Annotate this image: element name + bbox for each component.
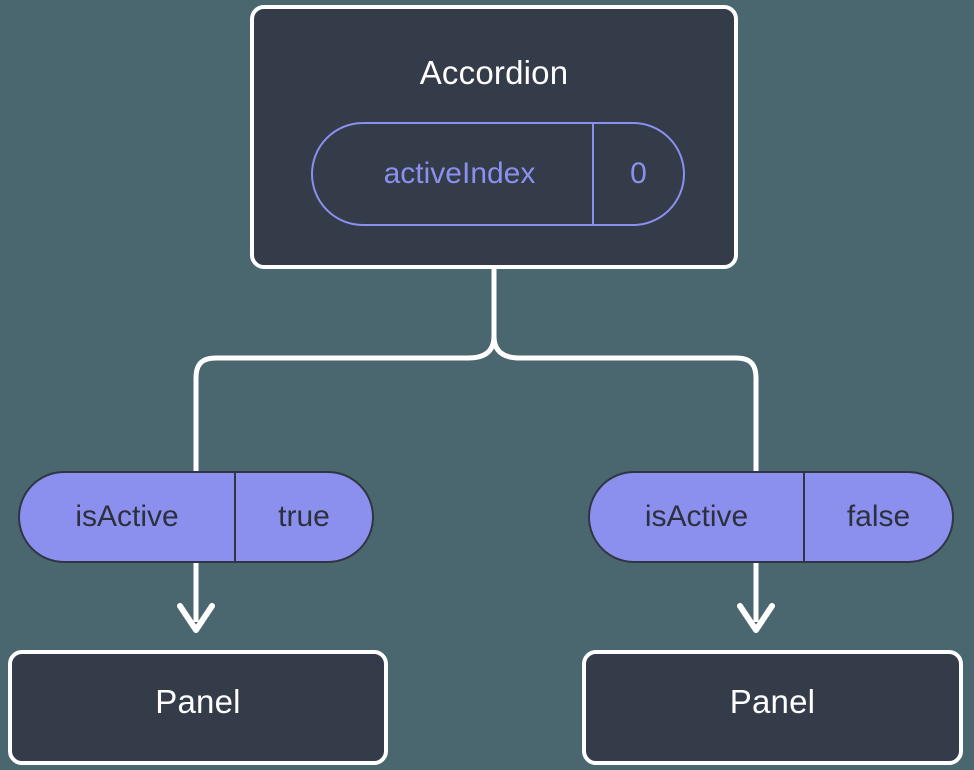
state-value-label: 0 bbox=[592, 124, 683, 224]
component-title-panel: Panel bbox=[155, 683, 241, 720]
wire-branch-right bbox=[491, 335, 759, 471]
arrow-right bbox=[737, 563, 775, 633]
prop-key-label: isActive bbox=[75, 500, 179, 533]
component-card-accordion[interactable]: Accordion activeIndex 0 bbox=[250, 5, 738, 269]
prop-value-label: false bbox=[803, 473, 952, 561]
component-title-accordion: Accordion bbox=[419, 54, 569, 91]
component-card-panel-right[interactable]: Panel bbox=[582, 650, 963, 765]
state-key-label: activeIndex bbox=[383, 157, 536, 190]
component-card-panel-left[interactable]: Panel bbox=[8, 650, 388, 765]
arrow-left bbox=[177, 563, 215, 633]
component-title-panel: Panel bbox=[729, 683, 816, 720]
state-pill-active-index[interactable]: activeIndex 0 bbox=[311, 122, 685, 226]
prop-pill-is-active-true[interactable]: isActive true bbox=[18, 471, 374, 563]
prop-key-label: isActive bbox=[644, 500, 749, 533]
prop-pill-is-active-false[interactable]: isActive false bbox=[588, 471, 954, 563]
wire-branch-left bbox=[193, 335, 497, 471]
prop-value-label: true bbox=[234, 473, 372, 561]
